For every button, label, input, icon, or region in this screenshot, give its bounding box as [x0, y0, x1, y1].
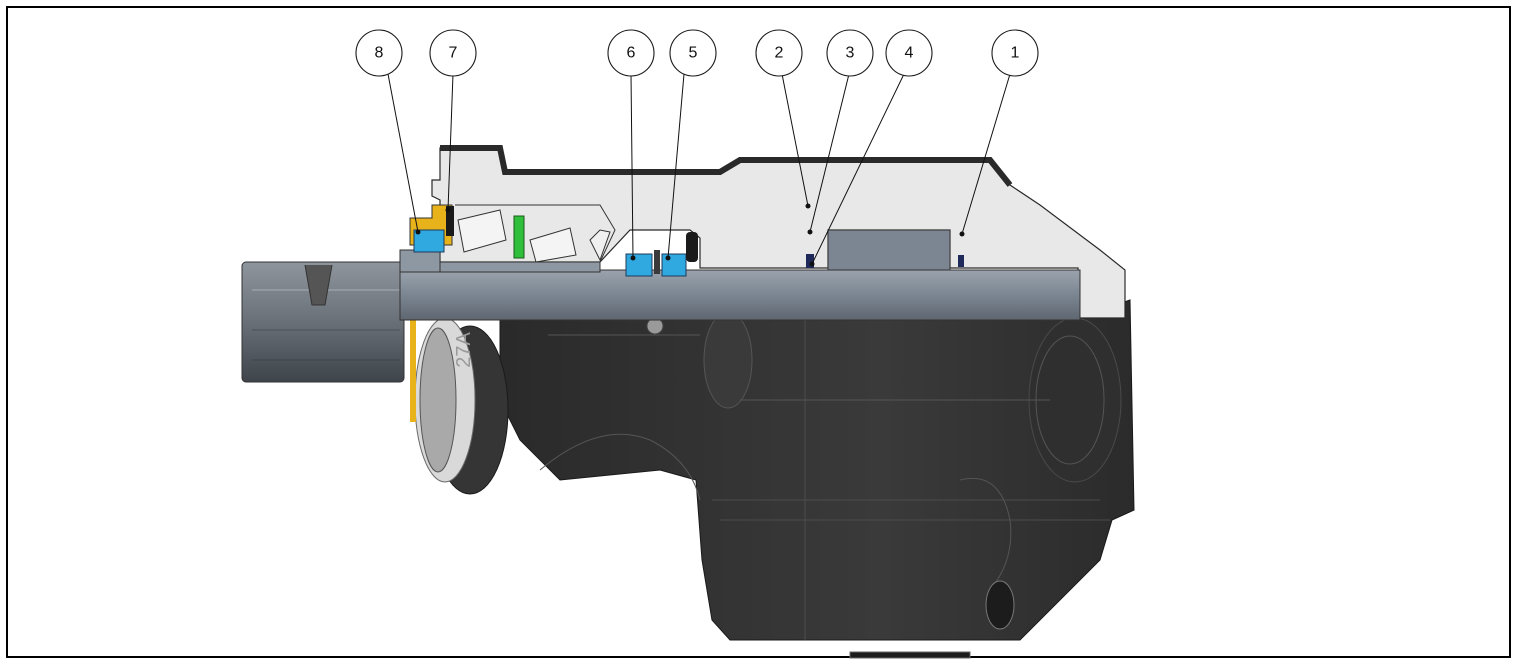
green-retaining-ring	[513, 215, 525, 259]
callout-label-6: 6	[627, 45, 636, 62]
pump-housing: 27A	[410, 299, 1135, 659]
leader-2	[781, 73, 809, 207]
leader-dot-8	[415, 229, 421, 235]
callout-8: 8	[355, 29, 403, 77]
drain-port	[985, 580, 1015, 630]
callout-label-7: 7	[449, 45, 458, 62]
shaft-main	[399, 269, 1081, 321]
seal-spacer	[654, 250, 660, 274]
callout-label-3: 3	[846, 45, 855, 62]
callout-label-1: 1	[1011, 45, 1020, 62]
bearing-edge-yellow	[410, 318, 416, 422]
shaft-step-front	[399, 249, 441, 273]
seal-5	[661, 253, 687, 277]
leader-1	[961, 73, 1011, 235]
callout-6: 6	[607, 29, 655, 77]
housing-contour-1	[539, 433, 701, 501]
callout-3: 3	[826, 29, 874, 77]
base-slot	[849, 651, 971, 659]
spline-groove	[304, 264, 333, 306]
leader-dot-3	[807, 229, 813, 235]
thrust-washer	[589, 229, 611, 262]
leader-7	[447, 73, 454, 211]
housing-body	[499, 299, 1135, 641]
callout-5: 5	[669, 29, 717, 77]
callout-2: 2	[755, 29, 803, 77]
leader-dot-2	[805, 203, 811, 209]
callout-7: 7	[429, 29, 477, 77]
housing-contour-2	[959, 477, 1012, 591]
shaft-spline	[241, 261, 405, 383]
shaft-collar	[827, 229, 951, 271]
callout-4: 4	[885, 29, 933, 77]
o-ring-4	[806, 254, 814, 268]
bearing-cavity	[455, 204, 616, 263]
housing-top-band	[440, 145, 1013, 187]
callouts: 8 7 6 5 2 3 4 1	[355, 29, 1039, 77]
leader-dot-4	[809, 261, 815, 267]
leader-dot-7	[445, 207, 451, 213]
o-ring-1	[958, 255, 964, 267]
leader-3	[809, 73, 850, 233]
callout-label-5: 5	[689, 45, 698, 62]
shaft-step-mid	[439, 261, 601, 273]
leader-dot-1	[959, 231, 965, 237]
leader-dot-6	[630, 255, 636, 261]
callout-label-8: 8	[375, 45, 384, 62]
drive-shaft	[241, 229, 1081, 383]
leader-8	[387, 73, 419, 233]
callout-leaders	[387, 73, 1011, 267]
roller-bearing-rear	[529, 227, 577, 263]
callout-label-2: 2	[775, 45, 784, 62]
snap-ring-7	[446, 206, 454, 236]
roller-bearing-front	[457, 209, 507, 253]
front-flange-inner	[419, 327, 457, 473]
leader-5	[667, 73, 685, 259]
seal-6	[625, 253, 653, 277]
leader-6	[630, 73, 634, 259]
bearing-and-seal-parts	[409, 204, 964, 277]
spacer-block	[686, 232, 698, 262]
callout-1: 1	[991, 29, 1039, 77]
callout-label-4: 4	[905, 45, 914, 62]
leader-4	[811, 73, 905, 265]
shaft-seal-8	[413, 229, 445, 253]
casting-mark: 27A	[453, 332, 475, 368]
mid-boss	[703, 311, 753, 409]
leader-dot-5	[665, 255, 671, 261]
